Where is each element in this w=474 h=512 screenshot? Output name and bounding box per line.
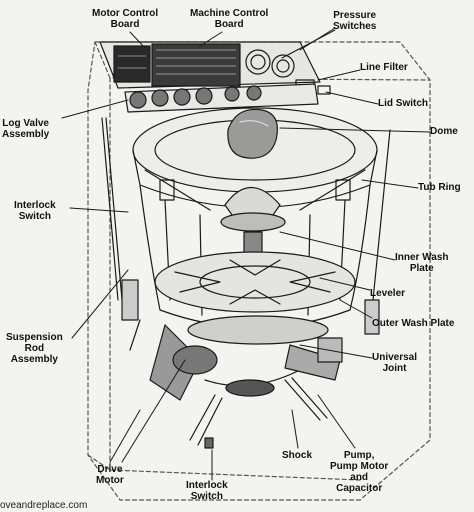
control-console — [99, 41, 331, 95]
drive-assembly — [129, 315, 343, 449]
valve-assembly — [124, 83, 319, 113]
label-leveler: Leveler — [370, 288, 406, 299]
wash-plate — [154, 251, 356, 313]
suspension-rods — [101, 117, 391, 335]
label-outer-wash-plate: Outer Wash Plate — [372, 318, 455, 329]
label-line-filter: Line Filter — [360, 62, 408, 73]
label-lid-switch: Lid Switch — [378, 98, 428, 109]
cabinet-outline — [87, 41, 431, 501]
label-tub-ring: Tub Ring — [418, 182, 461, 193]
leader-lines — [61, 27, 431, 481]
watermark: oveandreplace.com — [0, 500, 88, 511]
dome — [227, 108, 278, 159]
label-dome: Dome — [430, 126, 458, 137]
label-shock: Shock — [282, 450, 313, 461]
